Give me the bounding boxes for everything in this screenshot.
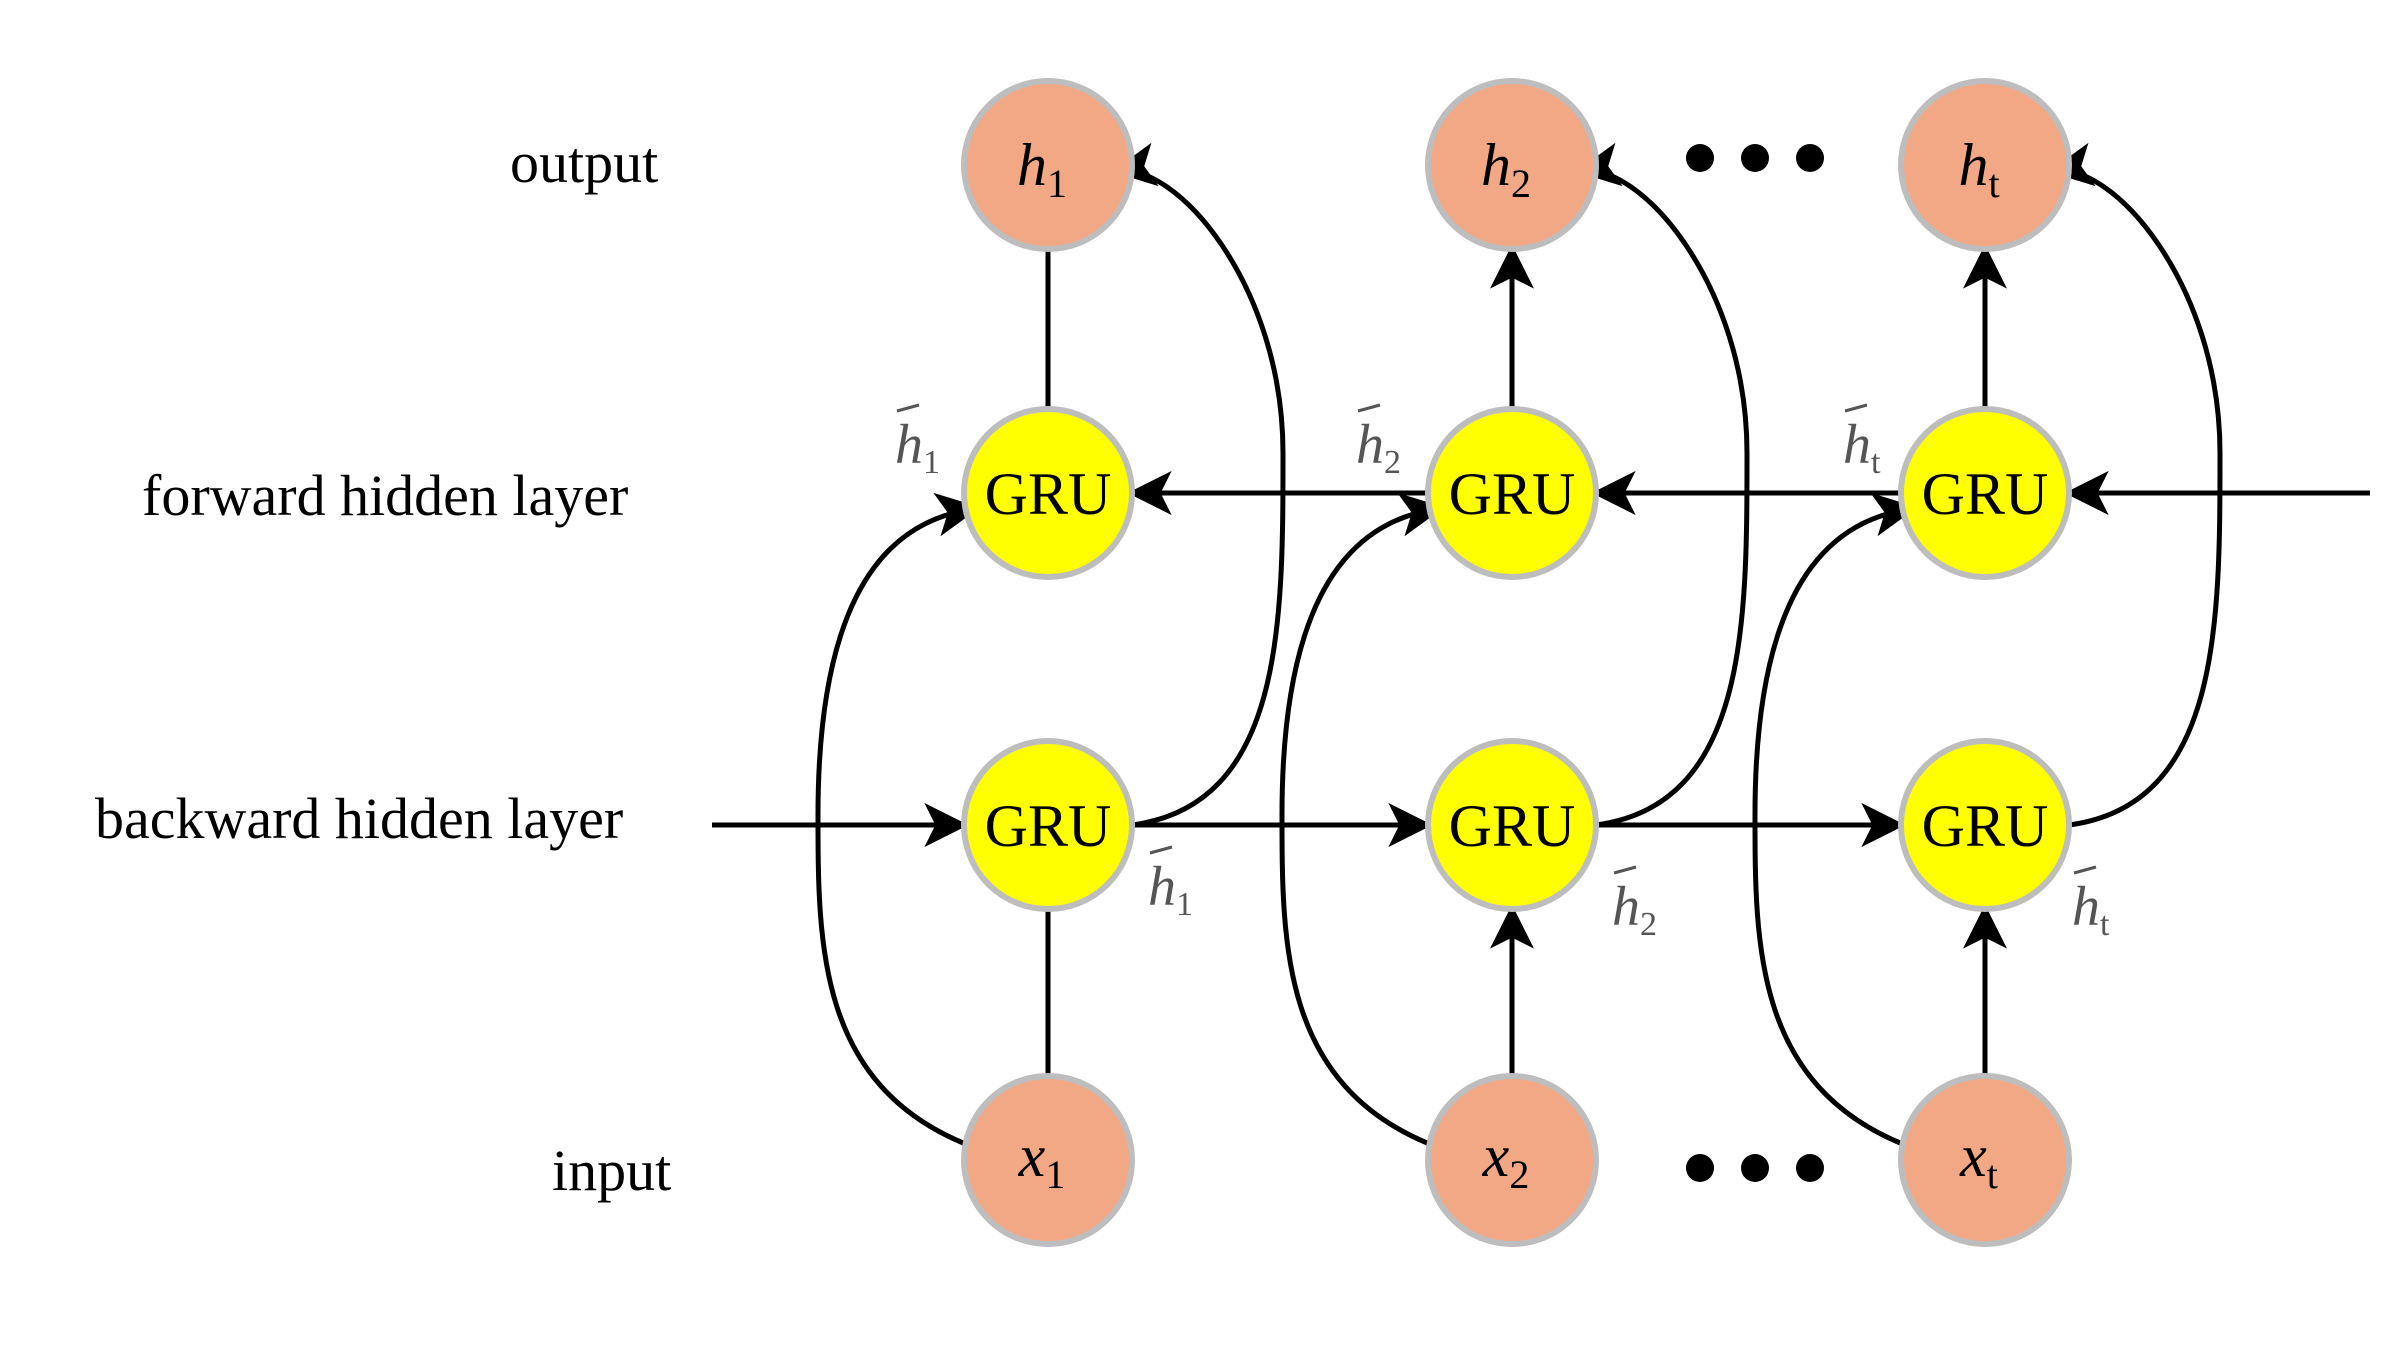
output-node-1 [961,78,1135,252]
input-label-2: x2 [1482,1123,1530,1197]
output-label-3: ht [1958,132,1999,206]
ellipsis-top [1686,144,1824,172]
backward-gru-3 [1898,738,2072,912]
ellipsis-bottom [1686,1154,1824,1182]
row-label-input: input [552,1138,671,1203]
svg-text:h2: h2 [1356,414,1401,481]
forward-gru-2 [1425,406,1599,580]
forward-gru-1 [961,406,1135,580]
forward-hidden-state-1: h1 [895,403,940,481]
hidden-state-labels: h1 h1 h2 h2 ht ht [895,403,2110,943]
edge-bwd2-to-h2 [1575,142,1750,828]
backward-hidden-state-2: h2 [1612,865,1657,943]
backward-gru-1 [961,738,1135,912]
backward-hidden-state-3: ht [2072,865,2110,943]
row-label-forward: forward hidden layer [142,463,628,528]
forward-gru-label-2: GRU [1449,461,1576,527]
backward-gru-label-3: GRU [1922,793,2049,859]
edge-x1-to-fwd1 [815,492,981,1148]
forward-hidden-state-3: ht [1843,403,1881,481]
edge-bwd3-to-h3 [2048,142,2223,828]
forward-gru-label-3: GRU [1922,461,2049,527]
svg-text:ht: ht [2072,876,2110,943]
svg-text:h2: h2 [1612,876,1657,943]
output-label-2: h2 [1481,132,1531,206]
backward-gru-2 [1425,738,1599,912]
backward-gru-label-2: GRU [1449,793,1576,859]
input-node-3 [1898,1073,2072,1247]
row-label-backward: backward hidden layer [95,786,623,851]
output-node-2 [1425,78,1599,252]
svg-text:h1: h1 [895,414,940,481]
input-label-1: x1 [1018,1123,1066,1197]
output-label-1: h1 [1017,132,1067,206]
forward-gru-label-1: GRU [985,461,1112,527]
backward-gru-label-1: GRU [985,793,1112,859]
backward-hidden-state-1: h1 [1148,845,1193,923]
input-node-2 [1425,1073,1599,1247]
edge-x2-to-fwd2 [1279,492,1445,1148]
row-label-output: output [510,130,658,195]
forward-hidden-state-2: h2 [1356,403,1401,481]
input-label-3: xt [1959,1123,1998,1197]
svg-text:h1: h1 [1148,856,1193,923]
svg-text:ht: ht [1843,414,1881,481]
edge-x3-to-fwd3 [1752,492,1918,1148]
edge-bwd1-to-h1 [1111,142,1286,828]
input-node-1 [961,1073,1135,1247]
edges [712,142,2370,1148]
output-node-3 [1898,78,2072,252]
forward-gru-3 [1898,406,2072,580]
